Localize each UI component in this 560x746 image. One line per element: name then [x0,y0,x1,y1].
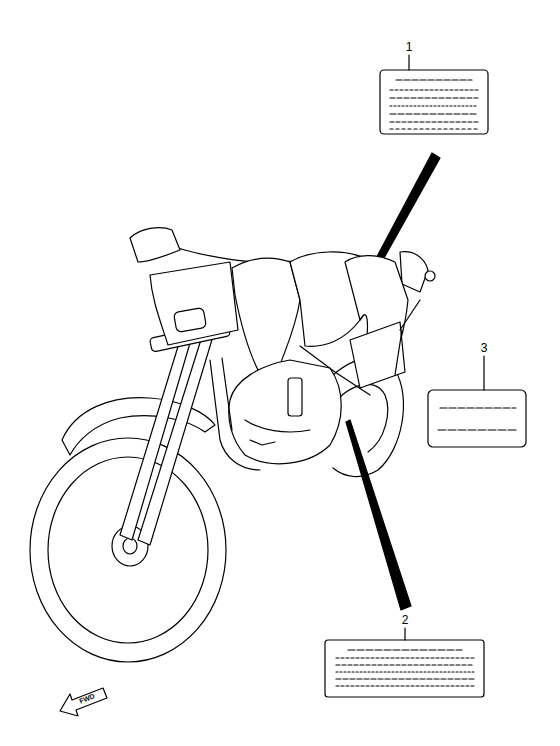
callout-number: 1 [405,41,414,53]
label-sticker [380,70,488,134]
motorcycle-drawing [30,228,435,662]
leader-line [408,55,409,70]
callout-number: 2 [401,614,410,626]
callout-number: 3 [480,342,489,354]
leader-line [404,628,405,640]
forward-arrow [60,688,107,716]
label-sticker [428,390,526,447]
pointer-wedge [346,420,411,610]
leader-line [483,356,484,390]
label-sticker [325,640,484,697]
